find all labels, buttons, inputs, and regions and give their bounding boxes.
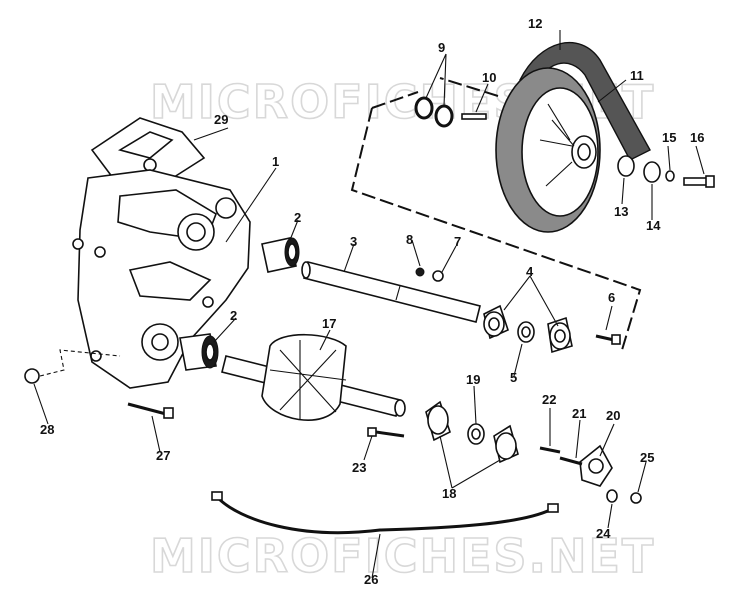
- pin-part-21: [559, 456, 583, 466]
- callout-23: 23: [352, 460, 366, 475]
- callout-9: 9: [438, 40, 445, 55]
- callout-21: 21: [572, 406, 586, 421]
- upper-shaft-part-3: [301, 261, 481, 323]
- end-cap-part-20: [579, 444, 613, 487]
- callout-24: 24: [596, 526, 611, 541]
- impeller-part-17: [221, 333, 406, 421]
- callout-2-lower: 2: [230, 308, 237, 323]
- callout-25: 25: [640, 450, 654, 465]
- cable-end-right: [547, 503, 559, 513]
- washer-part-24: [606, 489, 618, 503]
- cable-part-26: [216, 496, 551, 535]
- bearing-lower-part-2: [179, 333, 219, 371]
- callout-20: 20: [606, 408, 620, 423]
- washer-part-7: [432, 270, 444, 282]
- flange-right-part-18: [493, 424, 519, 464]
- callout-2-upper: 2: [294, 210, 301, 225]
- pin-part-22: [539, 446, 561, 454]
- callout-10: 10: [482, 70, 496, 85]
- bolt-part-6: [595, 334, 621, 345]
- callout-18: 18: [442, 486, 456, 501]
- nut-part-25: [630, 492, 642, 504]
- flange-right-part-4: [547, 316, 573, 354]
- bushing-part-5: [517, 321, 535, 343]
- callout-28: 28: [40, 422, 54, 437]
- flange-left-part-18: [425, 400, 451, 442]
- key-part-10: [461, 113, 487, 120]
- callout-7: 7: [454, 234, 461, 249]
- lockwasher-part-15: [665, 170, 675, 182]
- pulley-part-11: [495, 67, 601, 233]
- callout-14: 14: [646, 218, 661, 233]
- spacer-part-13: [617, 155, 635, 177]
- callout-8: 8: [406, 232, 413, 247]
- cable-end-left: [211, 491, 223, 501]
- callout-1: 1: [272, 154, 279, 169]
- callout-29: 29: [214, 112, 228, 127]
- callout-16: 16: [690, 130, 704, 145]
- callout-13: 13: [614, 204, 628, 219]
- callout-17: 17: [322, 316, 336, 331]
- assembly-outline-dashed: [350, 77, 642, 351]
- nut-part-28: [24, 368, 40, 384]
- callout-12: 12: [528, 16, 542, 31]
- nut-part-8: [415, 267, 425, 277]
- flange-left-part-4: [483, 304, 509, 340]
- callout-5: 5: [510, 370, 517, 385]
- bolt-part-27: [127, 402, 174, 419]
- bearing-upper-part-2: [261, 237, 300, 273]
- washer-part-14: [643, 161, 661, 183]
- bracket-part-29: [90, 117, 206, 191]
- leader-lines: [33, 30, 705, 579]
- callout-11: 11: [630, 68, 644, 83]
- callout-4: 4: [526, 264, 534, 279]
- gearcase-housing-part-1: [72, 169, 251, 389]
- callout-labels: 29 1 2 2 3 4 5 6 7 8 9 10 11 12 13 14 15…: [40, 16, 704, 587]
- callout-3: 3: [350, 234, 357, 249]
- bushing-part-19: [467, 423, 485, 445]
- watermark-bottom: MICROFICHES.NET: [150, 529, 655, 583]
- callout-6: 6: [608, 290, 615, 305]
- callout-26: 26: [364, 572, 378, 587]
- callout-15: 15: [662, 130, 676, 145]
- seal-pair-part-9: [414, 96, 454, 128]
- callout-22: 22: [542, 392, 556, 407]
- bolt-part-23: [367, 427, 405, 438]
- callout-27: 27: [156, 448, 170, 463]
- callout-19: 19: [466, 372, 480, 387]
- bolt-part-16: [683, 175, 715, 188]
